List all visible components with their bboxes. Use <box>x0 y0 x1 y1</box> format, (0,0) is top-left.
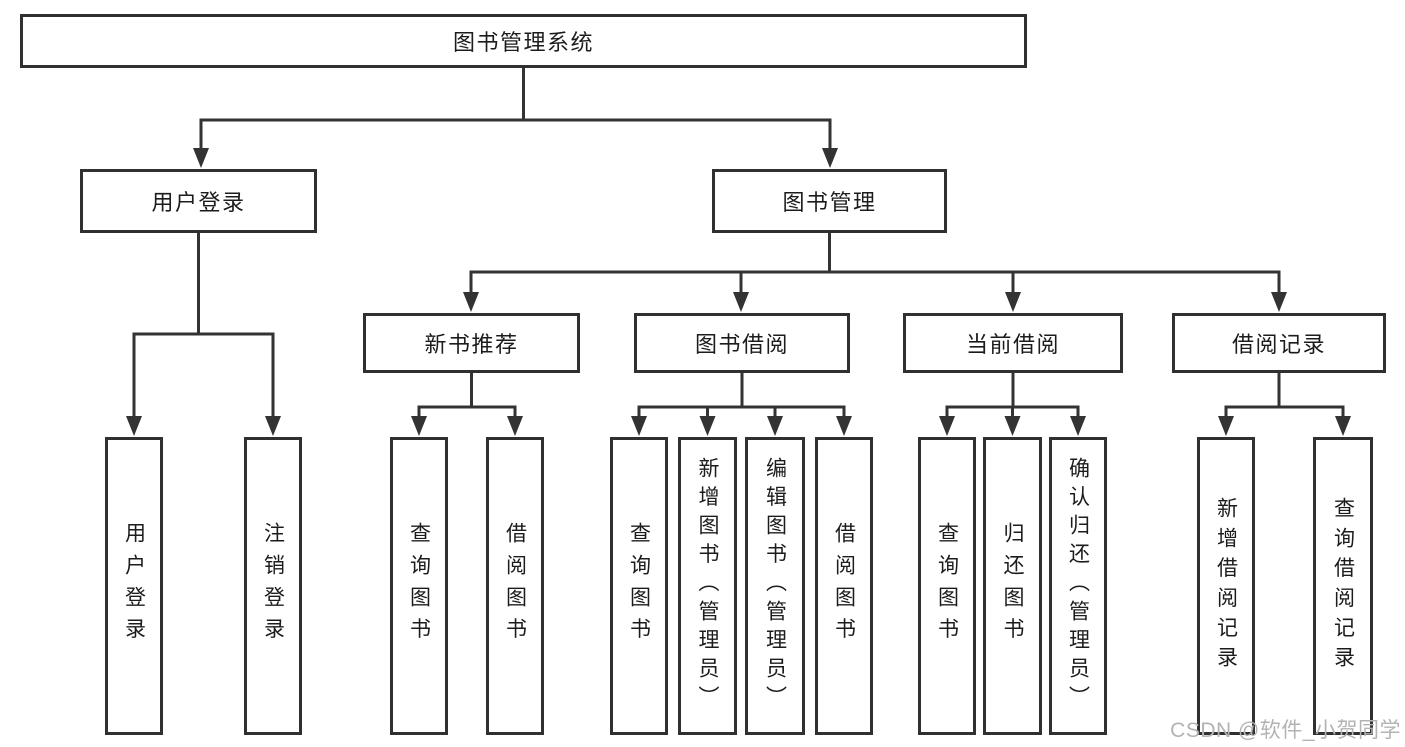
leaf-logout-label: 注销登录 <box>261 522 285 650</box>
leaf-user-login-label: 用户登录 <box>122 522 146 650</box>
leaf-query-books-3-label: 查询图书 <box>935 522 959 650</box>
node-book-management: 图书管理 <box>712 169 947 233</box>
node-new-book-recommend: 新书推荐 <box>363 313 580 373</box>
leaf-add-borrow-record-label: 新增借阅记录 <box>1214 496 1238 676</box>
node-borrow-records: 借阅记录 <box>1172 313 1386 373</box>
node-root: 图书管理系统 <box>20 14 1027 68</box>
leaf-query-books-3: 查询图书 <box>918 437 976 735</box>
leaf-query-books-2: 查询图书 <box>610 437 668 735</box>
leaf-confirm-return-admin: 确认归还（管理员） <box>1049 437 1107 735</box>
node-book-management-label: 图书管理 <box>782 190 877 215</box>
leaf-query-books-1-label: 查询图书 <box>407 522 431 650</box>
leaf-add-books-admin: 新增图书（管理员） <box>678 437 737 735</box>
leaf-return-books-label: 归还图书 <box>1001 522 1024 650</box>
leaf-query-books-1: 查询图书 <box>390 437 448 735</box>
node-borrow-records-label: 借阅记录 <box>1231 332 1326 357</box>
leaf-borrow-books-1: 借阅图书 <box>486 437 544 735</box>
leaf-borrow-books-2: 借阅图书 <box>815 437 873 735</box>
leaf-query-borrow-record: 查询借阅记录 <box>1313 437 1373 735</box>
node-new-book-recommend-label: 新书推荐 <box>424 332 519 357</box>
leaf-query-borrow-record-label: 查询借阅记录 <box>1331 496 1355 676</box>
node-book-borrow-label: 图书借阅 <box>694 332 789 357</box>
leaf-borrow-books-1-label: 借阅图书 <box>503 522 527 650</box>
leaf-borrow-books-2-label: 借阅图书 <box>832 522 856 650</box>
node-root-label: 图书管理系统 <box>452 30 594 55</box>
node-book-borrow: 图书借阅 <box>634 313 850 373</box>
leaf-confirm-return-admin-label: 确认归还（管理员） <box>1066 457 1090 715</box>
leaf-edit-books-admin-label: 编辑图书（管理员） <box>763 457 787 715</box>
leaf-query-books-2-label: 查询图书 <box>627 522 651 650</box>
leaf-add-borrow-record: 新增借阅记录 <box>1197 437 1255 735</box>
leaf-return-books: 归还图书 <box>983 437 1042 735</box>
node-user-login: 用户登录 <box>80 169 317 233</box>
leaf-logout: 注销登录 <box>244 437 302 735</box>
leaf-add-books-admin-label: 新增图书（管理员） <box>696 457 719 715</box>
node-current-borrow: 当前借阅 <box>903 313 1123 373</box>
node-current-borrow-label: 当前借阅 <box>965 332 1060 357</box>
leaf-user-login: 用户登录 <box>105 437 163 735</box>
leaf-edit-books-admin: 编辑图书（管理员） <box>745 437 805 735</box>
node-user-login-label: 用户登录 <box>151 190 246 215</box>
csdn-watermark: CSDN @软件_小贺同学 <box>1170 719 1401 742</box>
